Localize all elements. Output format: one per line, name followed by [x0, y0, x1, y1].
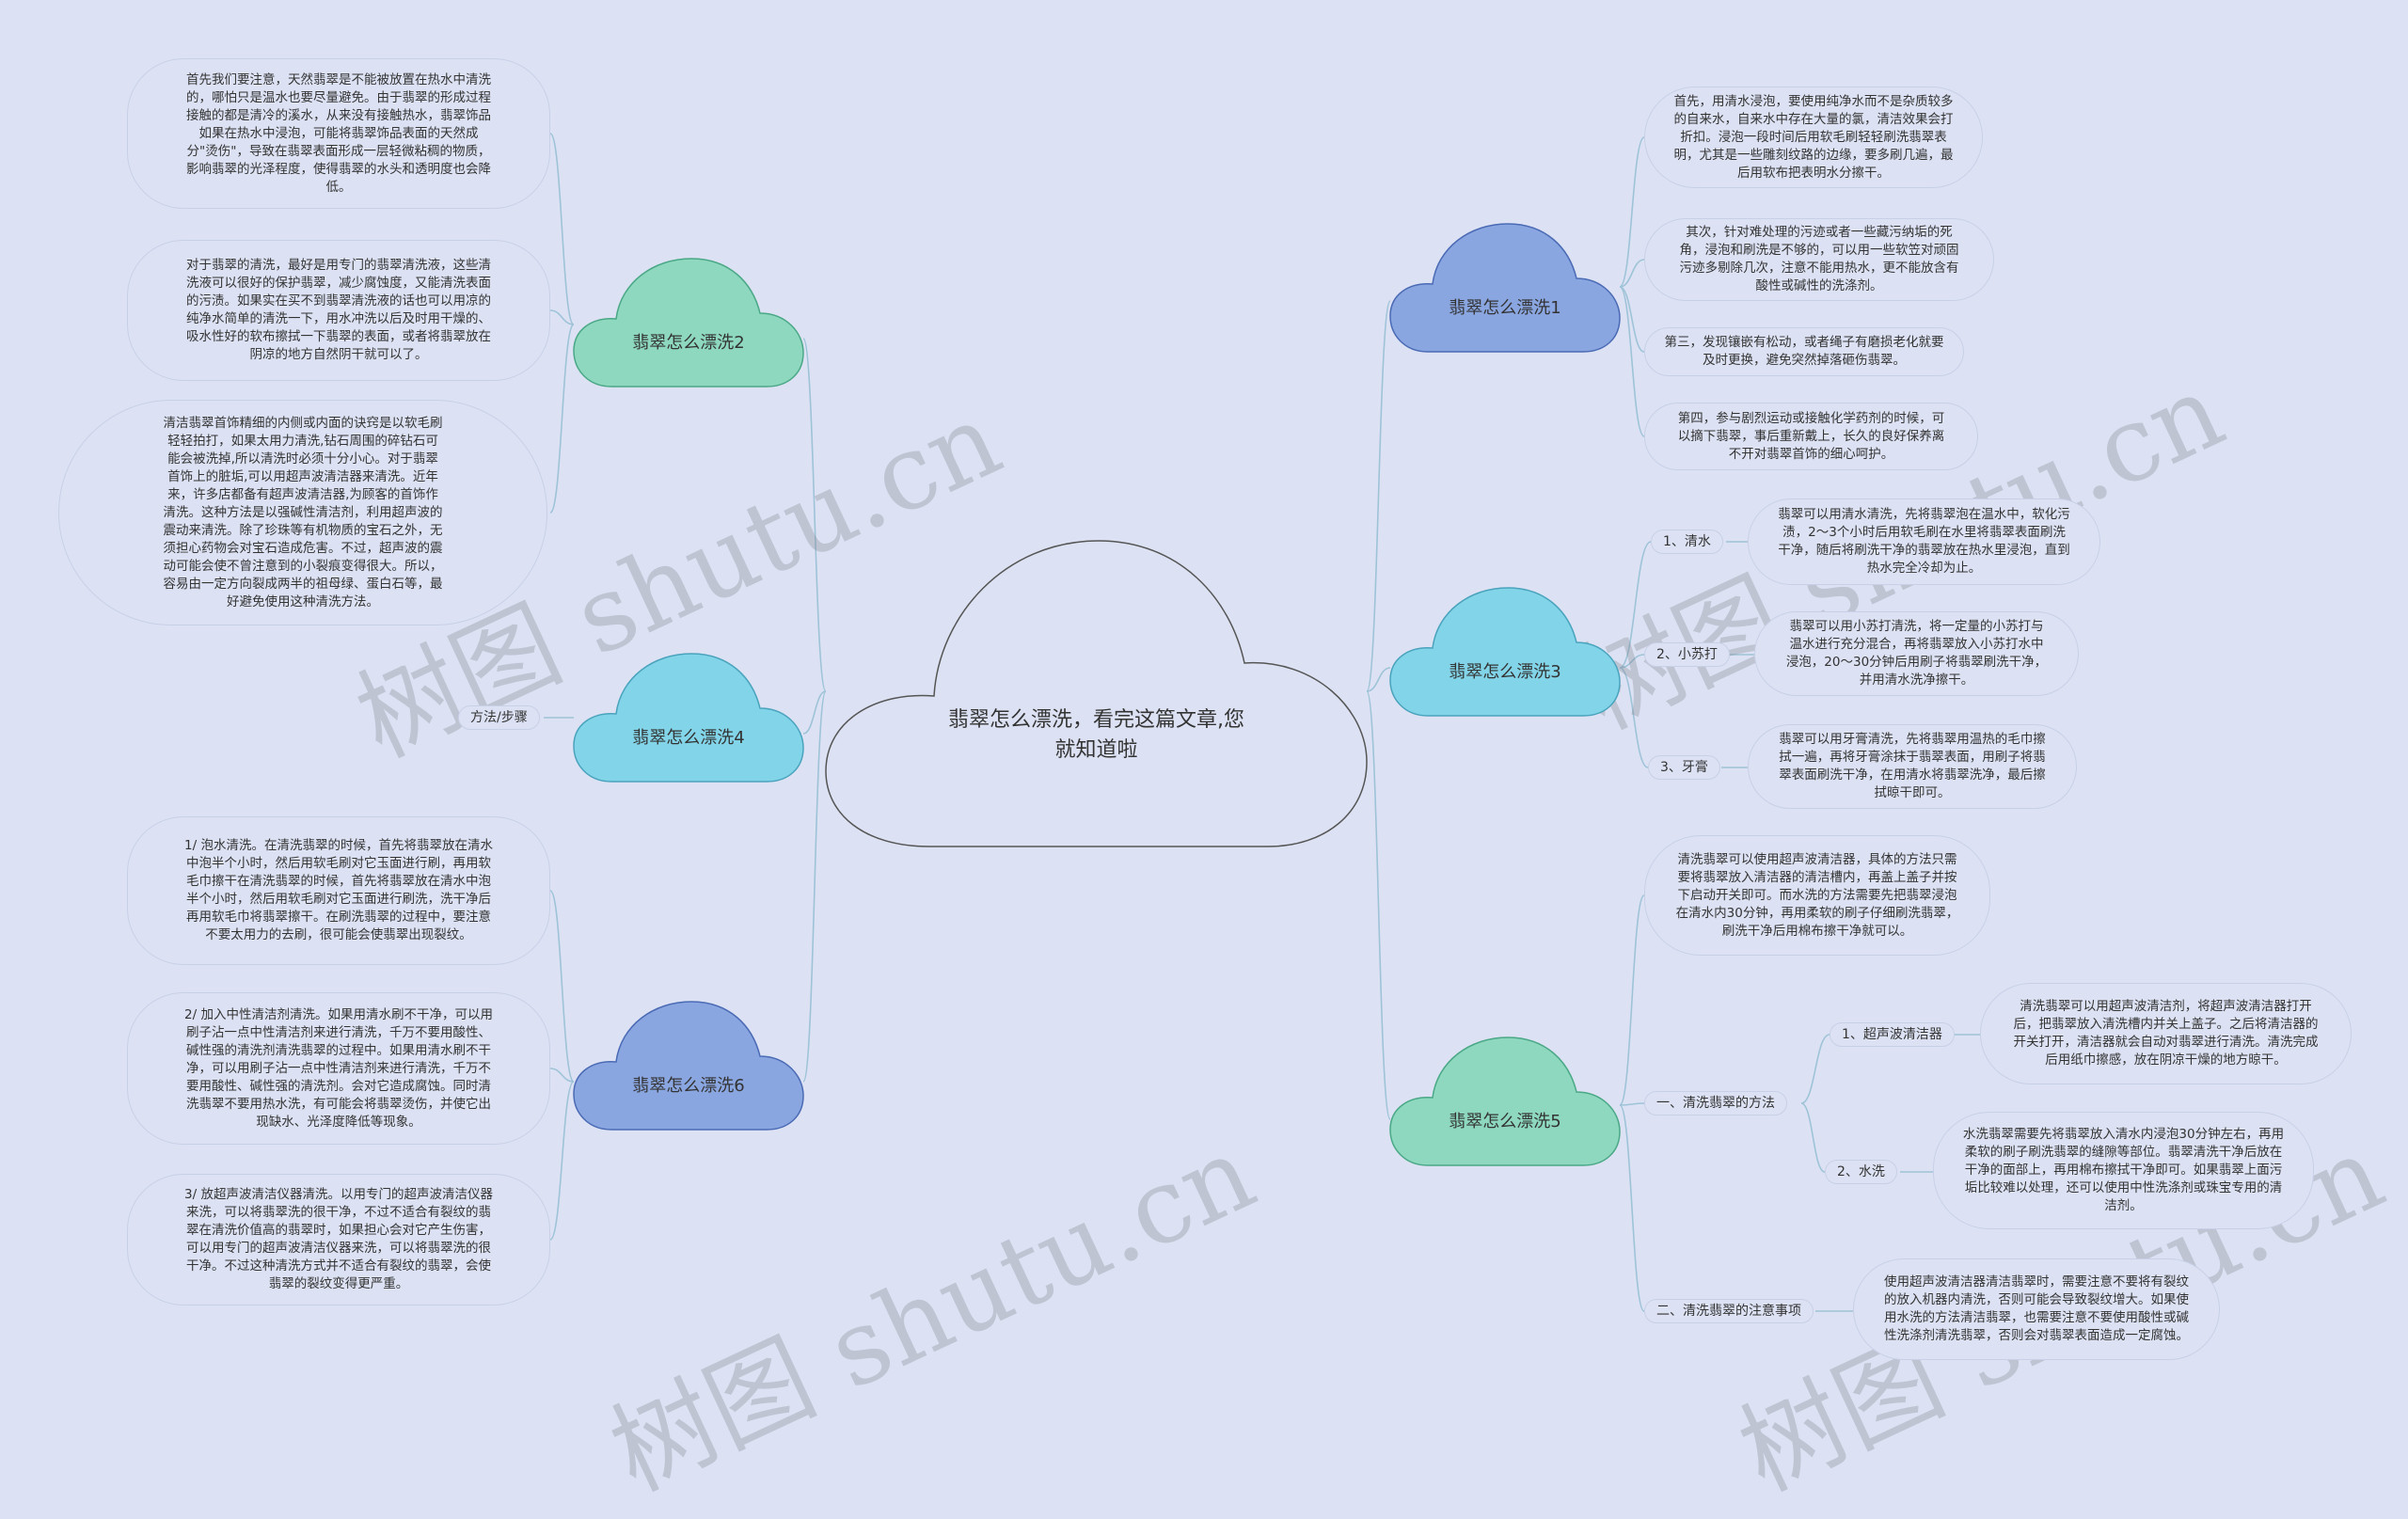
branch-cloud-6[interactable]: 翡翠怎么漂洗6 [573, 1001, 804, 1131]
connector [1619, 541, 1652, 669]
detail-text: 对于翡翠的清洗，最好是用专门的翡翠清洗液，这些清洗液可以很好的保护翡翠，减少腐蚀… [186, 258, 491, 362]
detail-text: 水洗翡翠需要先将翡翠放入清水内浸泡30分钟左右，再用柔软的刷子刷洗翡翠的缝隙等部… [1962, 1127, 2285, 1213]
detail-bubble[interactable]: 清洗翡翠可以用超声波清洁剂，将超声波清洁器打开后，把翡翠放入清洗槽内并关上盖子。… [1980, 983, 2352, 1084]
detail-text: 首先我们要注意，天然翡翠是不能被放置在热水中清洗的，哪怕只是温水也要尽量避免。由… [186, 71, 491, 195]
connector [1800, 1102, 1826, 1173]
connector [1800, 1034, 1830, 1104]
detail-text: 首先，用清水浸泡，要使用纯净水而不是杂质较多的自来水，自来水中存在大量的氯，清洁… [1673, 93, 1954, 181]
connector [802, 690, 827, 735]
branch-label-6: 翡翠怎么漂洗6 [632, 1076, 745, 1096]
connector [549, 1081, 575, 1241]
branch-label-5: 翡翠怎么漂洗5 [1449, 1112, 1561, 1131]
detail-text: 1/ 泡水清洗。在清洗翡翠的时候，首先将翡翠放在清水中泡半个小时，然后用软毛刷对… [184, 838, 493, 942]
detail-bubble[interactable]: 第三，发现镶嵌有松动，或者绳子有磨损老化就要及时更换，避免突然掉落砸伤翡翠。 [1644, 327, 1964, 376]
branch-cloud-5[interactable]: 翡翠怎么漂洗5 [1389, 1036, 1621, 1166]
branch-cloud-4[interactable]: 翡翠怎么漂洗4 [573, 653, 804, 783]
detail-bubble[interactable]: 首先，用清水浸泡，要使用纯净水而不是杂质较多的自来水，自来水中存在大量的氯，清洁… [1644, 87, 1983, 188]
connector [802, 690, 827, 1083]
detail-text: 翡翠可以用小苏打清洗，将一定量的小苏打与温水进行充分混合，再将翡翠放入小苏打水中… [1785, 619, 2048, 688]
branch-cloud-3[interactable]: 翡翠怎么漂洗3 [1389, 587, 1621, 717]
detail-bubble[interactable]: 清洁翡翠首饰精细的内侧或内面的诀窍是以软毛刷轻轻拍打，如果太用力清洗,钻石周围的… [58, 400, 547, 625]
detail-text: 第三，发现镶嵌有松动，或者绳子有磨损老化就要及时更换，避免突然掉落砸伤翡翠。 [1664, 335, 1944, 368]
detail-bubble[interactable]: 其次，针对难处理的污迹或者一些藏污纳垢的死角，浸泡和刷洗是不够的，可以用一些软笠… [1644, 218, 1994, 301]
detail-bubble[interactable]: 第四，参与剧烈运动或接触化学药剂的时候，可以摘下翡翠，事后重新戴上，长久的良好保… [1644, 403, 1978, 470]
connector [1619, 286, 1645, 437]
detail-bubble[interactable]: 清洗翡翠可以使用超声波清洁器，具体的方法只需要将翡翠放入清洁器的清洁槽内，再盖上… [1644, 835, 1990, 956]
sub-topic-label[interactable]: 3、牙膏 [1648, 755, 1720, 780]
connector-lines [544, 133, 1980, 1312]
connector [549, 324, 575, 514]
detail-bubble[interactable]: 翡翠可以用小苏打清洗，将一定量的小苏打与温水进行充分混合，再将翡翠放入小苏打水中… [1754, 611, 2079, 696]
detail-bubble[interactable]: 2/ 加入中性清洁剂清洗。如果用清水刷不干净，可以用刷子沾一点中性清洁剂来进行清… [127, 992, 550, 1145]
detail-text: 第四，参与剧烈运动或接触化学药剂的时候，可以摘下翡翠，事后重新戴上，长久的良好保… [1677, 410, 1945, 462]
detail-text: 3/ 放超声波清洁仪器清洗。以用专门的超声波清洁仪器来洗，可以将翡翠洗的很干净，… [184, 1187, 493, 1291]
detail-bubble[interactable]: 对于翡翠的清洗，最好是用专门的翡翠清洗液，这些清洗液可以很好的保护翡翠，减少腐蚀… [127, 240, 550, 381]
connector [1366, 690, 1391, 1120]
detail-bubble[interactable]: 首先我们要注意，天然翡翠是不能被放置在热水中清洗的，哪怕只是温水也要尽量避免。由… [127, 58, 550, 209]
detail-text: 清洗翡翠可以用超声波清洁剂，将超声波清洁器打开后，把翡翠放入清洗槽内并关上盖子。… [2013, 999, 2319, 1068]
branch-label-3: 翡翠怎么漂洗3 [1449, 662, 1561, 682]
detail-text: 其次，针对难处理的污迹或者一些藏污纳垢的死角，浸泡和刷洗是不够的，可以用一些软笠… [1679, 225, 1959, 293]
detail-text: 2/ 加入中性清洁剂清洗。如果用清水刷不干净，可以用刷子沾一点中性清洁剂来进行清… [184, 1006, 493, 1130]
detail-bubble[interactable]: 使用超声波清洁器清洁翡翠时，需要注意不要将有裂纹的放入机器内清洗，否则可能会导致… [1853, 1258, 2220, 1360]
center-topic-cloud[interactable]: 翡翠怎么漂洗，看完这篇文章,您就知道啦 [825, 540, 1368, 847]
detail-text: 清洗翡翠可以使用超声波清洁器，具体的方法只需要将翡翠放入清洁器的清洁槽内，再盖上… [1675, 851, 1959, 939]
sub-topic-label[interactable]: 1、清水 [1651, 530, 1723, 554]
branch-label-1: 翡翠怎么漂洗1 [1449, 298, 1561, 318]
connector [549, 309, 575, 325]
branch-label-2: 翡翠怎么漂洗2 [632, 333, 745, 353]
connector [1619, 1104, 1645, 1312]
connector [1619, 1102, 1645, 1106]
detail-text: 翡翠可以用清水清洗，先将翡翠泡在温水中，软化污渍，2～3个小时后用软毛刷在水里将… [1778, 507, 2070, 576]
connector [1619, 654, 1645, 669]
connector [1619, 136, 1645, 288]
branch-cloud-1[interactable]: 翡翠怎么漂洗1 [1389, 223, 1621, 353]
connector [1619, 286, 1645, 353]
connector [549, 890, 575, 1083]
sub-topic-label[interactable]: 2、水洗 [1825, 1160, 1897, 1184]
sub-topic-label[interactable]: 2、小苏打 [1644, 642, 1730, 667]
connector [1619, 667, 1649, 768]
sub-topic-label[interactable]: 1、超声波清洁器 [1830, 1022, 1955, 1047]
detail-bubble[interactable]: 翡翠可以用牙膏清洗，先将翡翠用温热的毛巾擦拭一遍，再将牙膏涂抹于翡翠表面，用刷子… [1748, 724, 2077, 809]
connector [802, 338, 827, 692]
sub-topic-label[interactable]: 一、清洗翡翠的方法 [1644, 1091, 1787, 1116]
detail-bubble[interactable]: 水洗翡翠需要先将翡翠放入清水内浸泡30分钟左右，再用柔软的刷子刷洗翡翠的缝隙等部… [1933, 1112, 2314, 1229]
branch-label-4: 翡翠怎么漂洗4 [632, 728, 745, 748]
connector [1366, 300, 1391, 692]
detail-text: 翡翠可以用牙膏清洗，先将翡翠用温热的毛巾擦拭一遍，再将牙膏涂抹于翡翠表面，用刷子… [1779, 732, 2046, 800]
detail-bubble[interactable]: 1/ 泡水清洗。在清洗翡翠的时候，首先将翡翠放在清水中泡半个小时，然后用软毛刷对… [127, 816, 550, 965]
detail-bubble[interactable]: 翡翠可以用清水清洗，先将翡翠泡在温水中，软化污渍，2～3个小时后用软毛刷在水里将… [1748, 498, 2100, 585]
connector [1366, 667, 1391, 692]
branch-cloud-2[interactable]: 翡翠怎么漂洗2 [573, 258, 804, 388]
detail-text: 使用超声波清洁器清洁翡翠时，需要注意不要将有裂纹的放入机器内清洗，否则可能会导致… [1884, 1274, 2189, 1343]
center-topic-title: 翡翠怎么漂洗，看完这篇文章,您就知道啦 [948, 708, 1244, 762]
detail-bubble[interactable]: 3/ 放超声波清洁仪器清洗。以用专门的超声波清洁仪器来洗，可以将翡翠洗的很干净，… [127, 1174, 550, 1305]
connector [1619, 259, 1645, 288]
connector [549, 133, 575, 325]
sub-topic-label[interactable]: 方法/步骤 [458, 705, 540, 730]
detail-text: 清洁翡翠首饰精细的内侧或内面的诀窍是以软毛刷轻轻拍打，如果太用力清洗,钻石周围的… [163, 415, 443, 609]
connector [549, 1068, 575, 1083]
sub-topic-label[interactable]: 二、清洗翡翠的注意事项 [1644, 1299, 1814, 1323]
connector [1619, 894, 1645, 1106]
